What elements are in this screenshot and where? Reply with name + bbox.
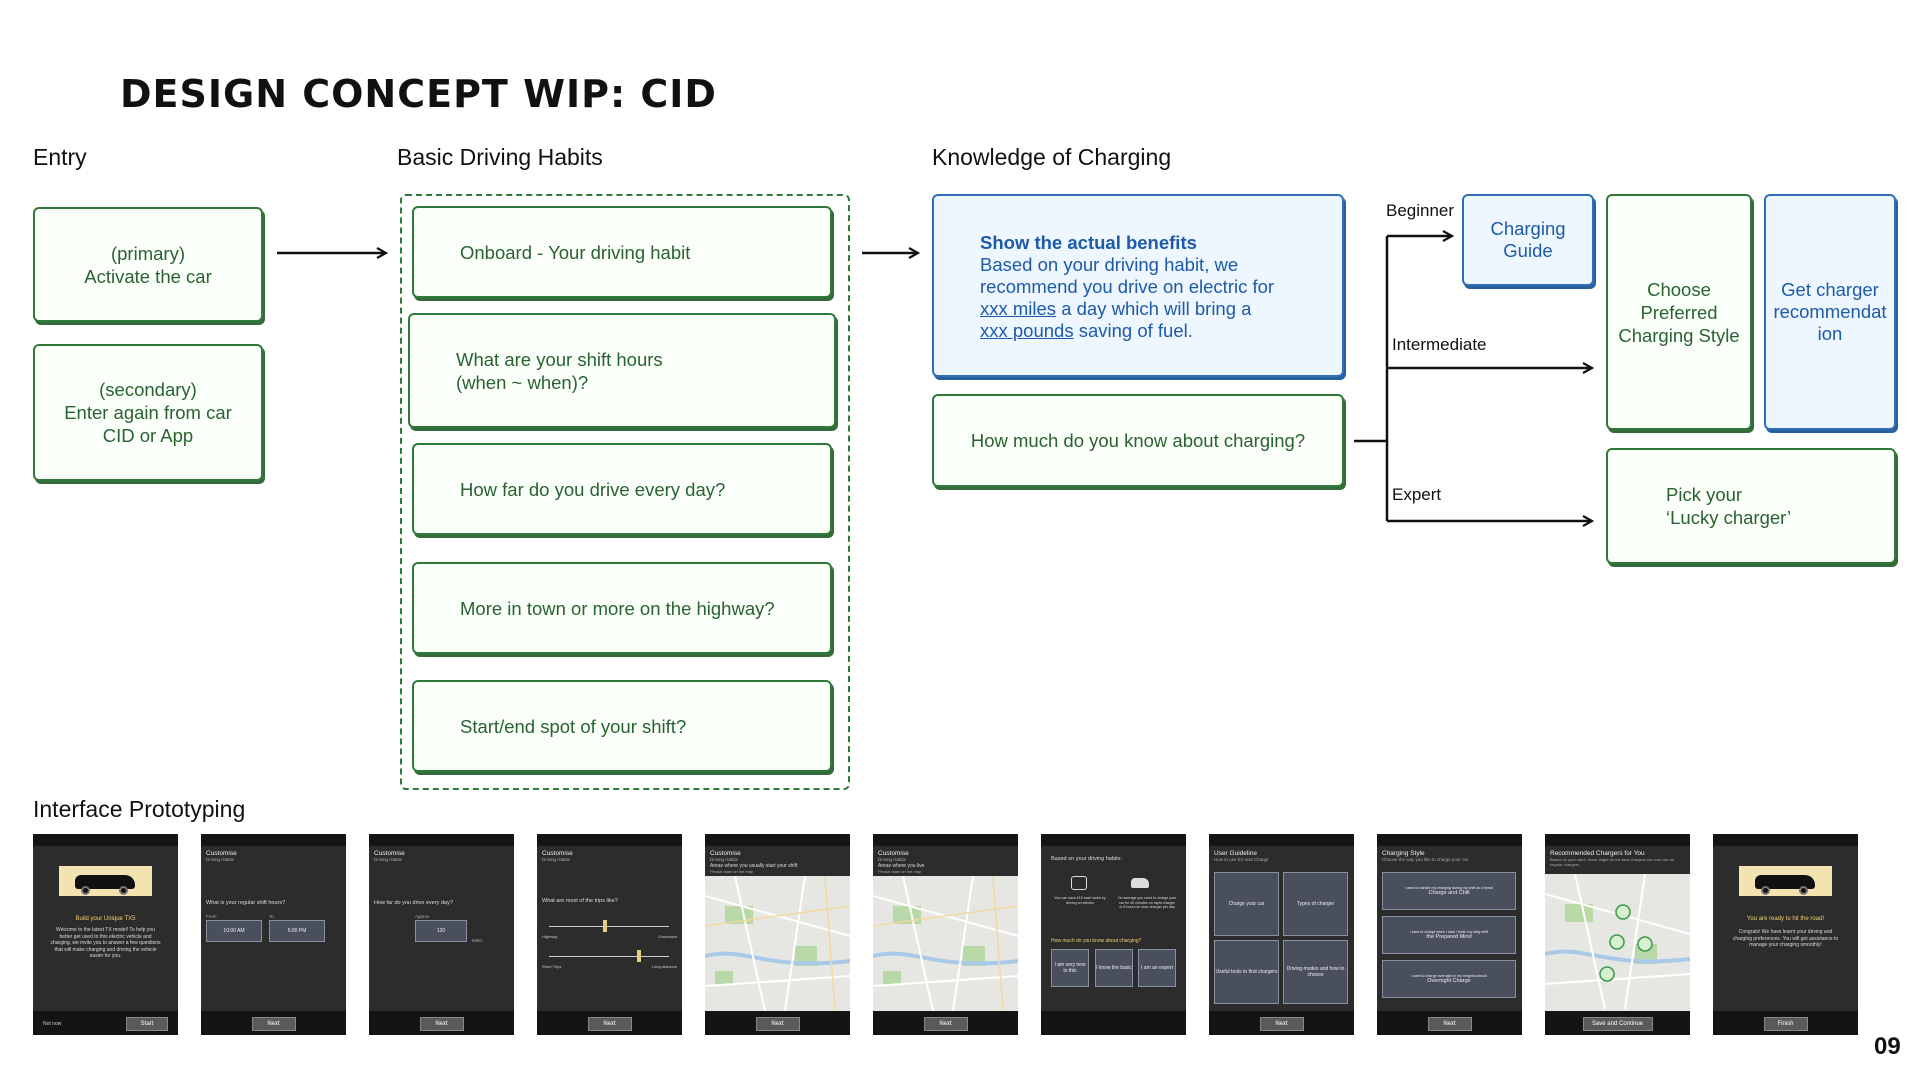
next-button[interactable]: Next [923,1017,968,1031]
next-button[interactable]: Next [1259,1017,1304,1031]
map-roads [873,875,1018,1012]
screen-welcome: Build your Unique TX5 Welcome to the lat… [33,834,178,1035]
screen-ready: You are ready to hit the road! Congrats!… [1713,834,1858,1035]
screen-trip-type: Customise Driving Habits What are most o… [537,834,682,1035]
lucky-charger-box: Pick your ‘Lucky charger’ [1606,448,1896,564]
from-time-field[interactable]: 10:00 AM [206,920,262,942]
label-beginner: Beginner [1386,201,1455,220]
screen-charging-style: Charging Style Choose the way you like t… [1377,834,1522,1035]
benefits-line-2: recommend you drive on electric for [980,276,1275,297]
label-expert: Expert [1392,485,1442,504]
section-habits-header: Basic Driving Habits [397,144,603,170]
to-time-field[interactable]: 5:00 PM [269,920,325,942]
slider-thumb[interactable] [637,950,641,962]
distance-field[interactable]: 120 [415,920,467,942]
next-button[interactable]: Next [755,1017,800,1031]
section-entry-header: Entry [33,144,87,170]
map[interactable] [873,875,1018,1012]
map-roads [705,875,850,1012]
wallet-icon [1071,876,1087,890]
option-charge-and-chill[interactable]: I want to handle my charging during my s… [1382,872,1516,910]
screen-shift-hours: Customise Driving Habits What is your re… [201,834,346,1035]
charging-guide-box: Charging Guide [1462,194,1594,286]
charging-style-box: Choose Preferred Charging Style [1606,194,1752,430]
tile-useful-tools[interactable]: Useful tools to find chargers [1214,940,1279,1004]
miles-value: xxx miles [980,298,1057,319]
screen-home-area-map: Customise Driving Habits Areas where you… [873,834,1018,1035]
next-button[interactable]: Next [587,1017,632,1031]
habit-shift-hours-box: What are your shift hours (when ~ when)? [408,313,836,428]
screen-user-guideline: User Guideline How to use EV and Charge … [1209,834,1354,1035]
option-expert[interactable]: I am an expert [1138,949,1176,987]
pounds-value: xxx pounds [980,320,1074,341]
charger-pin-icon [1599,966,1615,982]
start-button[interactable]: Start [126,1017,168,1031]
not-now-link[interactable]: Not now [43,1021,62,1027]
next-button[interactable]: Next [251,1017,296,1031]
slider-thumb[interactable] [603,920,607,932]
trip-length-slider[interactable] [549,956,669,957]
habit-town-highway-box: More in town or more on the highway? [412,562,832,654]
benefits-title: Show the actual benefits [980,232,1197,253]
next-button[interactable]: Next [419,1017,464,1031]
page-number: 09 [1874,1033,1901,1060]
car-charge-icon [1131,878,1149,888]
charger-pin-icon [1637,936,1653,952]
taxi-icon [1739,866,1832,896]
benefits-box: Show the actual benefits Based on your d… [932,194,1344,377]
finish-button[interactable]: Finish [1763,1017,1808,1031]
habits-group-frame [400,194,850,790]
benefits-line-4: xxx pounds saving of fuel. [980,320,1193,341]
taxi-icon [59,866,152,896]
charger-recommendation-box: Get charger recommendat ion [1764,194,1896,430]
entry-primary-box: (primary) Activate the car [33,207,263,322]
save-continue-button[interactable]: Save and Continue [1582,1017,1653,1031]
map[interactable] [705,875,850,1012]
map-roads [1545,873,1690,1010]
knowledge-question-box: How much do you know about charging? [932,394,1344,487]
habit-distance-box: How far do you drive every day? [412,443,832,535]
screen-savings-knowledge: Based on your driving habits: You can sa… [1041,834,1186,1035]
charger-pin-icon [1609,934,1625,950]
tile-driving-modes[interactable]: Driving modes and how to choose [1283,940,1348,1004]
tile-charge-your-car[interactable]: Charge your car [1214,872,1279,936]
option-prepared-mind[interactable]: I want to charge when I start / finish m… [1382,916,1516,954]
screen-start-area-map: Customise Driving Habits Areas where you… [705,834,850,1035]
option-very-new[interactable]: I am very new to this [1051,949,1089,987]
option-know-basic[interactable]: I know the basic [1095,949,1133,987]
screen-daily-distance: Customise Driving Habits How far do you … [369,834,514,1035]
habit-start-end-box: Start/end spot of your shift? [412,680,832,772]
highway-slider[interactable] [549,926,669,927]
section-knowledge-header: Knowledge of Charging [932,144,1172,170]
benefits-line-3: xxx miles a day which will bring a [980,298,1252,319]
chargers-map[interactable] [1545,873,1690,1011]
tile-types-of-charger[interactable]: Types of charger [1283,872,1348,936]
label-intermediate: Intermediate [1392,335,1487,354]
option-overnight-charge[interactable]: I want to charge overnight in my neighbo… [1382,960,1516,998]
next-button[interactable]: Next [1427,1017,1472,1031]
habit-onboard-box: Onboard - Your driving habit [412,206,832,298]
screen-recommended-chargers: Recommended Chargers for You Based on yo… [1545,834,1690,1035]
benefits-line-1: Based on your driving habit, we [980,254,1239,275]
page-title: DESIGN CONCEPT WIP: CID [120,72,717,116]
charger-pin-icon [1615,904,1631,920]
section-prototyping-header: Interface Prototyping [33,796,246,822]
entry-secondary-box: (secondary) Enter again from car CID or … [33,344,263,481]
